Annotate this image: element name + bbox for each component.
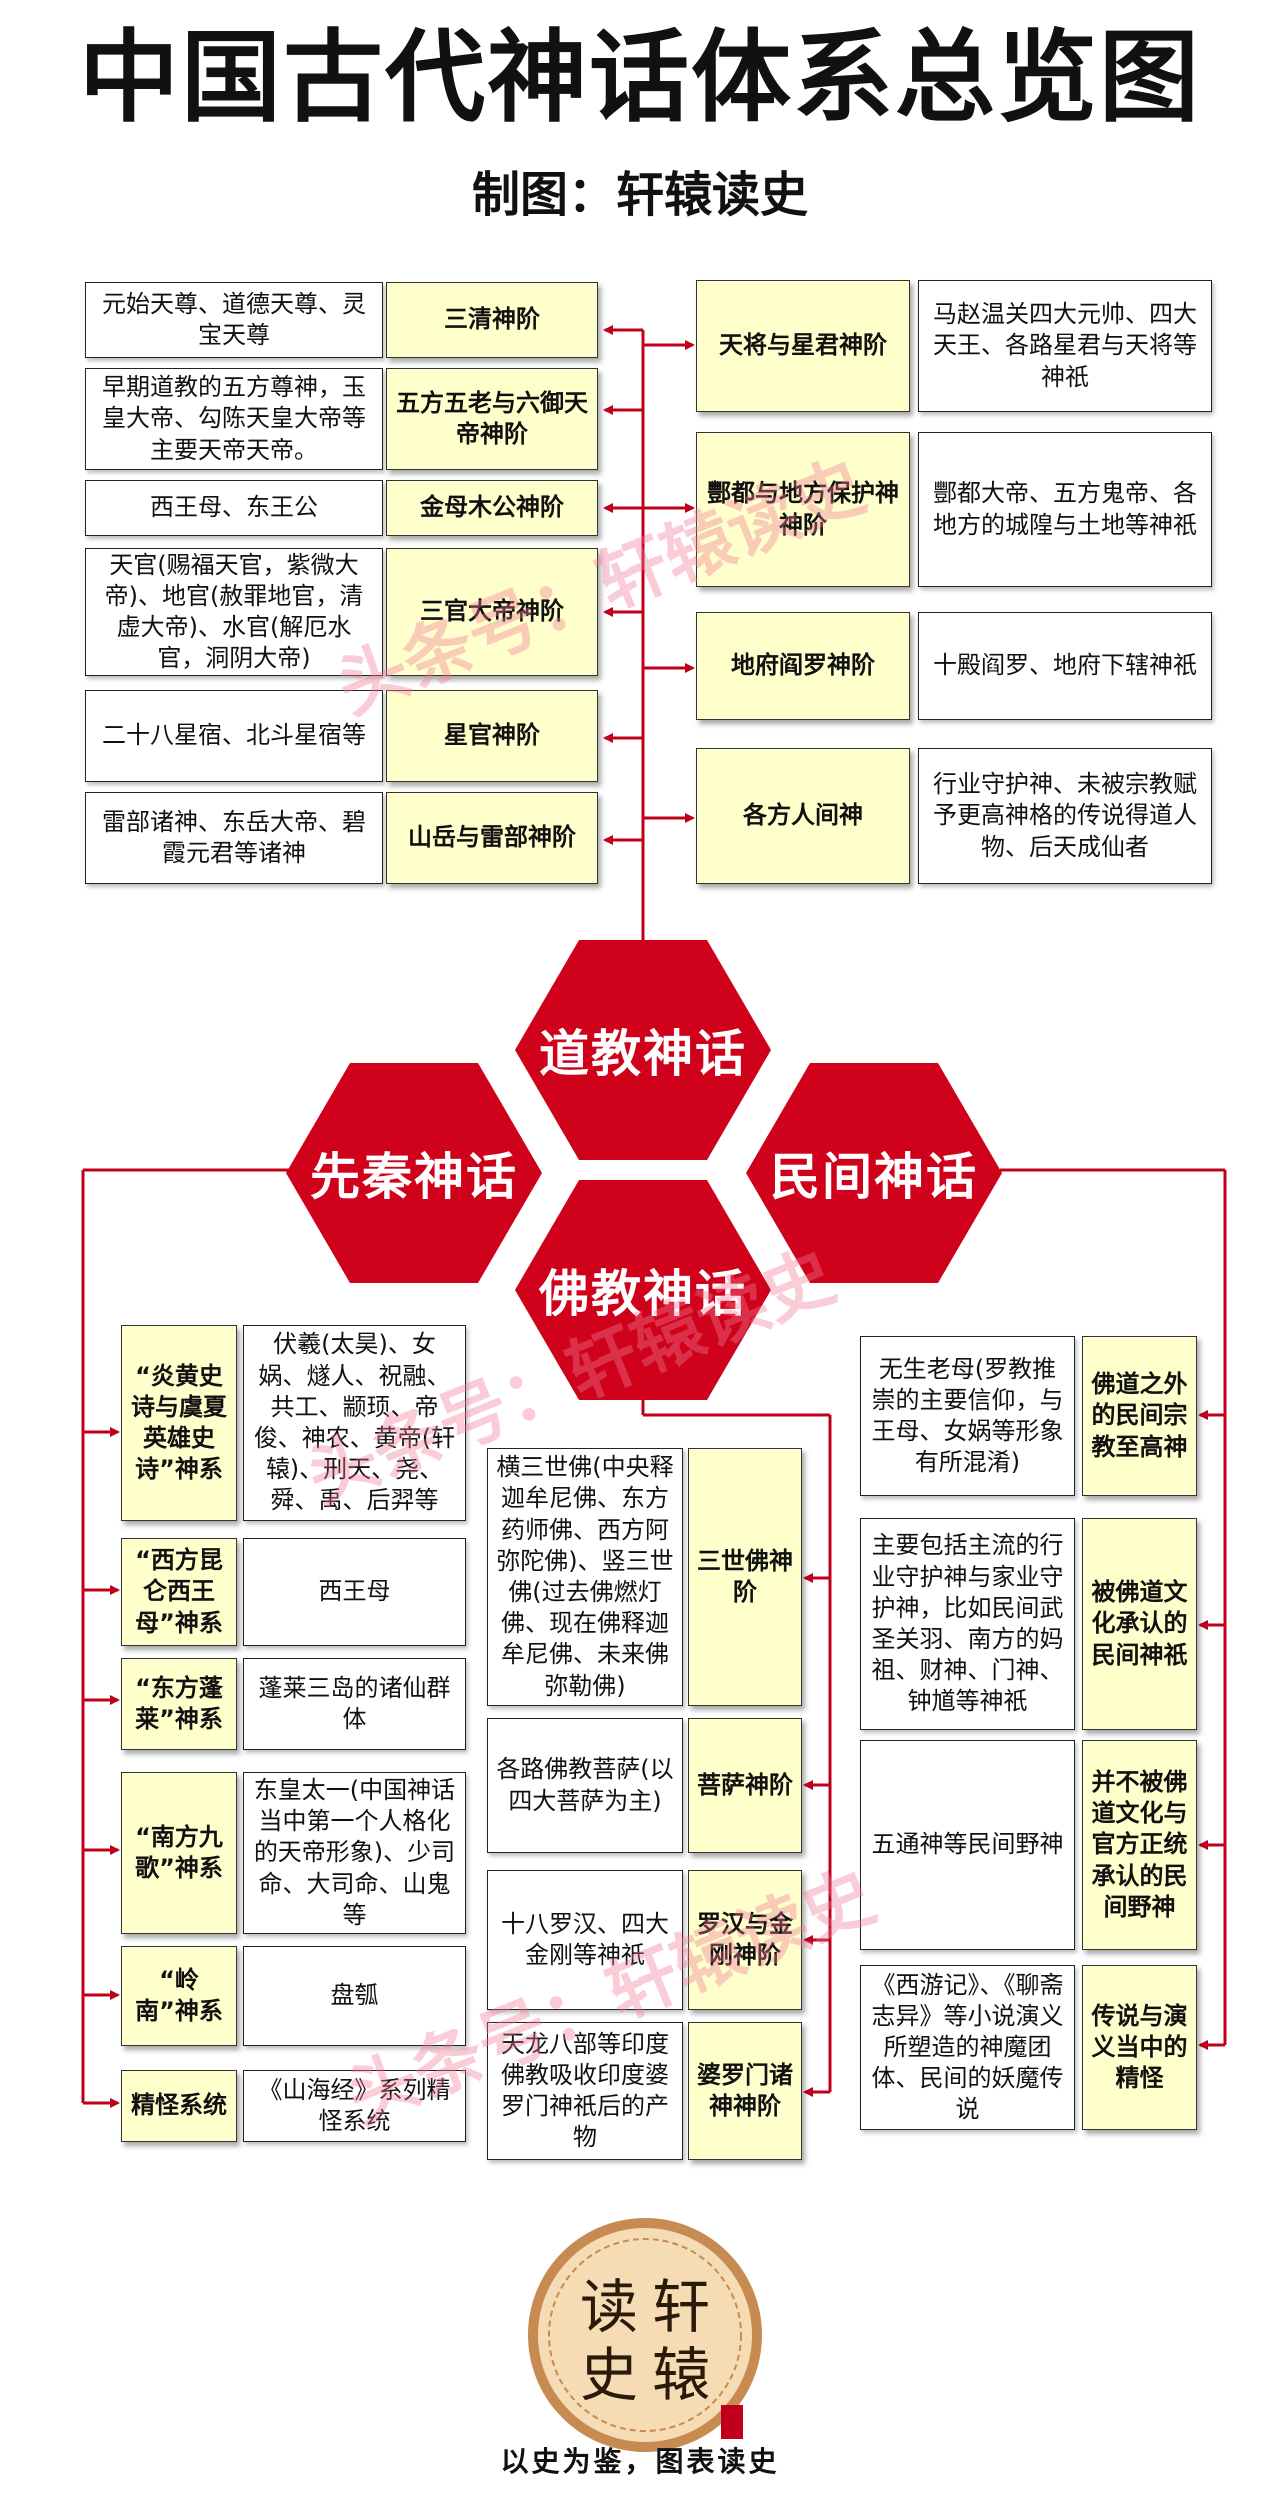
seal-char-yuan: 辕 (652, 2341, 710, 2409)
xq-label-4: “南方九歌”神系 (121, 1772, 237, 1934)
dj-right-label-4: 各方人间神 (696, 748, 910, 884)
mj-desc-3: 五通神等民间野神 (860, 1740, 1075, 1950)
seal-char-xuan: 轩 (652, 2273, 710, 2341)
dj-left-label-2: 五方五老与六御天帝神阶 (386, 368, 598, 470)
dj-left-label-5: 星官神阶 (386, 690, 598, 782)
dj-left-label-3: 金母木公神阶 (386, 480, 598, 536)
hex-daojiao: 道教神话 (515, 940, 771, 1160)
dj-left-desc-6: 雷部诸神、东岳大帝、碧霞元君等诸神 (85, 792, 383, 884)
xq-desc-5: 盘瓠 (243, 1946, 466, 2046)
xq-label-2: “西方昆仑西王母”神系 (121, 1538, 237, 1646)
hex-fojiao-label: 佛教神话 (539, 1265, 747, 1323)
seal-outer-ring (528, 2218, 762, 2452)
dj-left-desc-2: 早期道教的五方尊神，玉皇大帝、勾陈天皇大帝等主要天帝天帝。 (85, 368, 383, 470)
fj-desc-4: 天龙八部等印度佛教吸收印度婆罗门神祇后的产物 (487, 2022, 683, 2160)
dj-left-label-4: 三官大帝神阶 (386, 548, 598, 676)
hex-minjian: 民间神话 (746, 1063, 1002, 1283)
dj-left-desc-4: 天官(赐福天官，紫微大帝)、地官(赦罪地官，清虚大帝)、水官(解厄水官，洞阴大帝… (85, 548, 383, 676)
seal-stamp (721, 2405, 743, 2439)
hex-xianqin-label: 先秦神话 (310, 1148, 518, 1206)
hex-fojiao-shape (515, 1180, 771, 1400)
fj-desc-2: 各路佛教菩萨(以四大菩萨为主) (487, 1718, 683, 1853)
hex-xianqin-shape (286, 1063, 542, 1283)
seal-inner-ring (548, 2238, 742, 2432)
seal-char-du: 读 (580, 2273, 638, 2341)
dj-right-label-1: 天将与星君神阶 (696, 280, 910, 412)
fj-label-4: 婆罗门诸神神阶 (688, 2022, 802, 2160)
hex-daojiao-shape (515, 940, 771, 1160)
xq-desc-4: 东皇太一(中国神话当中第一个人格化的天帝形象)、少司命、大司命、山鬼等 (243, 1772, 466, 1934)
fj-desc-1: 横三世佛(中央释迦牟尼佛、东方药师佛、西方阿弥陀佛)、竖三世佛(过去佛燃灯佛、现… (487, 1448, 683, 1706)
fj-desc-3: 十八罗汉、四大金刚等神祇 (487, 1870, 683, 2010)
hex-minjian-shape (746, 1063, 1002, 1283)
dj-left-desc-5: 二十八星宿、北斗星宿等 (85, 690, 383, 782)
fj-label-1: 三世佛神阶 (688, 1448, 802, 1706)
dj-left-label-6: 山岳与雷部神阶 (386, 792, 598, 884)
mj-label-4: 传说与演义当中的精怪 (1082, 1965, 1197, 2130)
dj-right-desc-4: 行业守护神、未被宗教赋予更高神格的传说得道人物、后天成仙者 (918, 748, 1212, 884)
mj-label-2: 被佛道文化承认的民间神祇 (1082, 1518, 1197, 1730)
dj-right-desc-3: 十殿阎罗、地府下辖神祇 (918, 612, 1212, 720)
seal-char-shi: 史 (580, 2341, 638, 2409)
dj-right-label-2: 酆都与地方保护神神阶 (696, 432, 910, 587)
seal-logo: 读 轩 史 辕 (528, 2218, 762, 2452)
dj-left-label-1: 三清神阶 (386, 282, 598, 358)
dj-right-desc-2: 酆都大帝、五方鬼帝、各地方的城隍与土地等神祇 (918, 432, 1212, 587)
xq-label-1: “炎黄史诗与虞夏英雄史诗”神系 (121, 1325, 237, 1521)
dj-left-desc-3: 西王母、东王公 (85, 480, 383, 536)
xq-desc-1: 伏羲(太昊)、女娲、燧人、祝融、共工、颛顼、帝俊、神农、黄帝(轩辕)、刑天、尧、… (243, 1325, 466, 1521)
slogan: 以史为鉴，图表读史 (500, 2445, 780, 2478)
xq-desc-2: 西王母 (243, 1538, 466, 1646)
fj-label-2: 菩萨神阶 (688, 1718, 802, 1853)
xq-label-6: 精怪系统 (121, 2070, 237, 2142)
mj-label-3: 并不被佛道文化与官方正统承认的民间野神 (1082, 1740, 1197, 1950)
mj-desc-2: 主要包括主流的行业守护神与家业守护神，比如民间武圣关羽、南方的妈祖、财神、门神、… (860, 1518, 1075, 1730)
mj-desc-1: 无生老母(罗教推崇的主要信仰，与王母、女娲等形象有所混淆) (860, 1336, 1075, 1496)
xq-label-3: “东方蓬莱”神系 (121, 1658, 237, 1750)
fj-label-3: 罗汉与金刚神阶 (688, 1870, 802, 2010)
hex-fojiao: 佛教神话 (515, 1180, 771, 1400)
xq-label-5: “岭南”神系 (121, 1946, 237, 2046)
page-title: 中国古代神话体系总览图 (79, 19, 1201, 136)
mj-desc-4: 《西游记》、《聊斋志异》等小说演义所塑造的神魔团体、民间的妖魔传说 (860, 1965, 1075, 2130)
hex-daojiao-label: 道教神话 (539, 1025, 747, 1083)
mj-label-1: 佛道之外的民间宗教至高神 (1082, 1336, 1197, 1496)
xq-desc-3: 蓬莱三岛的诸仙群体 (243, 1658, 466, 1750)
dj-right-desc-1: 马赵温关四大元帅、四大天王、各路星君与天将等神祇 (918, 280, 1212, 412)
hex-xianqin: 先秦神话 (286, 1063, 542, 1283)
xq-desc-6: 《山海经》系列精怪系统 (243, 2070, 466, 2142)
dj-right-label-3: 地府阎罗神阶 (696, 612, 910, 720)
page-subtitle: 制图：轩辕读史 (471, 167, 808, 223)
hex-minjian-label: 民间神话 (770, 1148, 978, 1206)
dj-left-desc-1: 元始天尊、道德天尊、灵宝天尊 (85, 282, 383, 358)
